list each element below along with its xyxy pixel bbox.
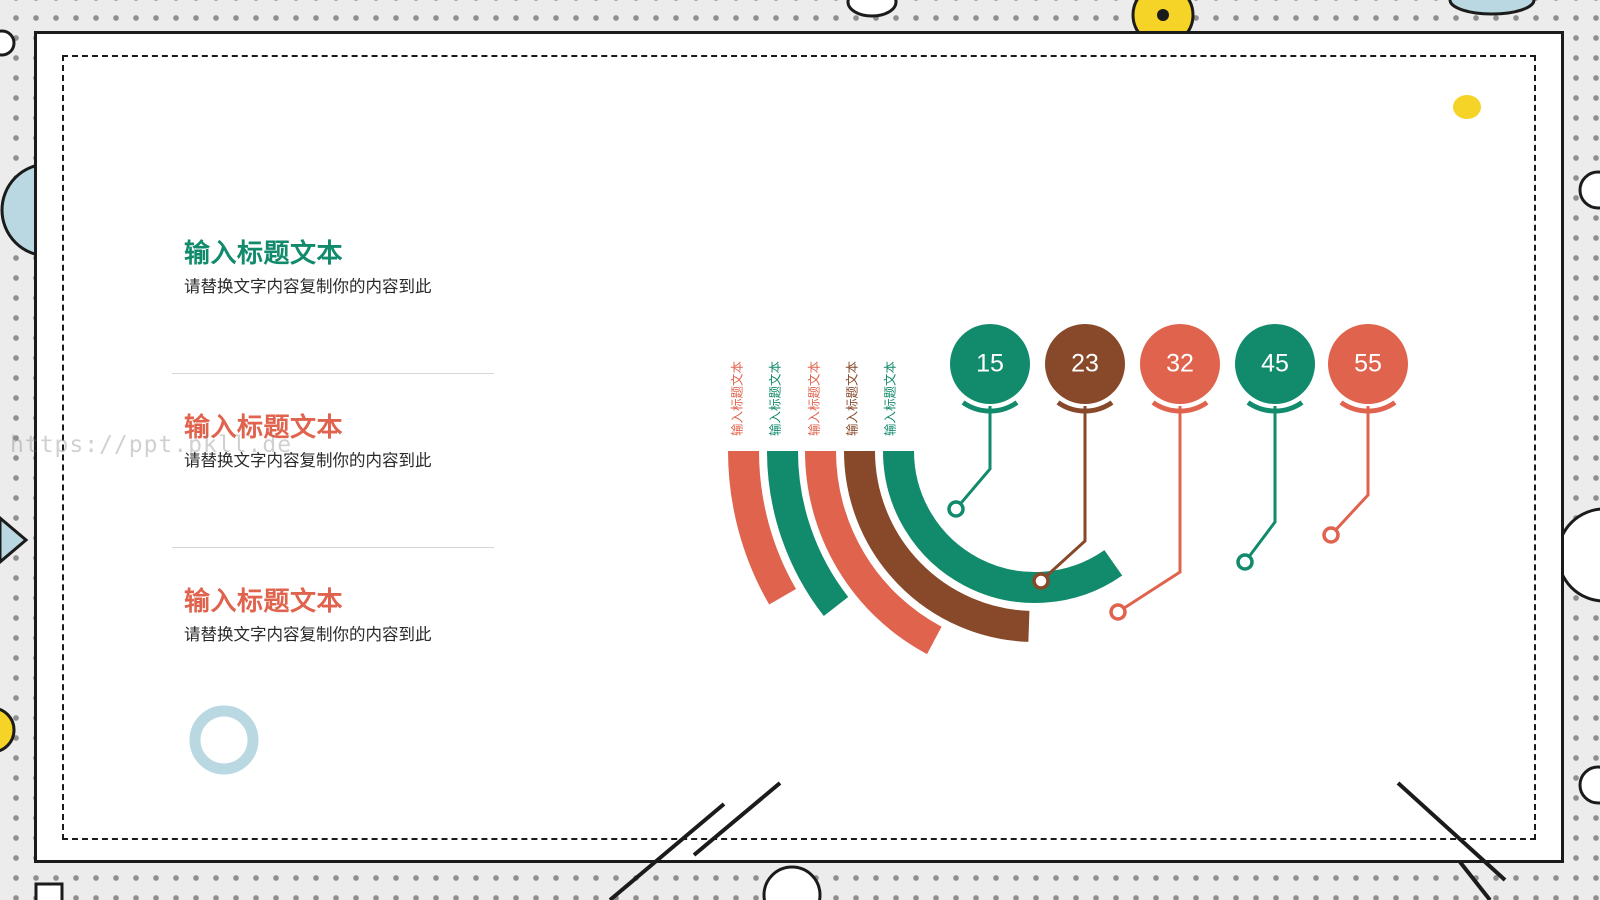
connector-dot: [1109, 603, 1127, 621]
value-bubble: [1235, 324, 1315, 404]
value-bubble: [950, 324, 1030, 404]
arc-bar: [883, 450, 1123, 603]
arc-bar: [805, 450, 942, 655]
connector-line: [1117, 406, 1182, 614]
arc-bar: [767, 450, 849, 617]
bubble-underline: [1056, 400, 1114, 414]
value-bubble: [1140, 324, 1220, 404]
item-title: 输入标题文本: [184, 413, 344, 443]
item-description: 请替换文字内容复制你的内容到此: [184, 451, 432, 470]
value-label: 55: [1354, 350, 1382, 378]
bubble-underline: [961, 400, 1019, 414]
connector-dot: [1236, 553, 1254, 571]
item-description: 请替换文字内容复制你的内容到此: [184, 625, 432, 644]
connector-dot: [947, 500, 965, 518]
connector-line: [954, 406, 992, 510]
arc-bar: [844, 450, 1030, 642]
divider: [172, 373, 494, 374]
bubble-underline: [1151, 400, 1209, 414]
bubble-underline: [1339, 400, 1397, 414]
item-title: 输入标题文本: [184, 239, 344, 269]
connector-dot: [1322, 526, 1340, 544]
item-title: 输入标题文本: [184, 587, 344, 617]
connector-line: [1039, 406, 1087, 583]
value-label: 45: [1261, 350, 1289, 378]
item-description: 请替换文字内容复制你的内容到此: [184, 277, 432, 296]
value-bubble: [1328, 324, 1408, 404]
bubble-underline: [1246, 400, 1304, 414]
arc-label: 输入标题文本: [845, 360, 860, 436]
dashed-border: [62, 55, 1536, 840]
divider: [172, 547, 494, 548]
connector-line: [1329, 406, 1370, 537]
text-item-2: 输入标题文本 请替换文字内容复制你的内容到此: [184, 411, 432, 473]
text-item-1: 输入标题文本 请替换文字内容复制你的内容到此: [184, 237, 432, 299]
value-label: 23: [1071, 350, 1099, 378]
value-bubble: [1045, 324, 1125, 404]
slide-frame: [34, 31, 1564, 863]
arc-label: 输入标题文本: [768, 360, 783, 436]
value-label: 15: [976, 350, 1004, 378]
watermark: https://ppt.pkll.de: [10, 432, 293, 458]
value-label: 32: [1166, 350, 1194, 378]
arc-bar: [728, 450, 797, 605]
arc-label: 输入标题文本: [730, 360, 745, 436]
connector-dot: [1032, 572, 1050, 590]
arc-label: 输入标题文本: [807, 360, 822, 436]
connector-line: [1243, 406, 1277, 563]
text-item-3: 输入标题文本 请替换文字内容复制你的内容到此: [184, 585, 432, 647]
arc-label: 输入标题文本: [883, 360, 898, 436]
